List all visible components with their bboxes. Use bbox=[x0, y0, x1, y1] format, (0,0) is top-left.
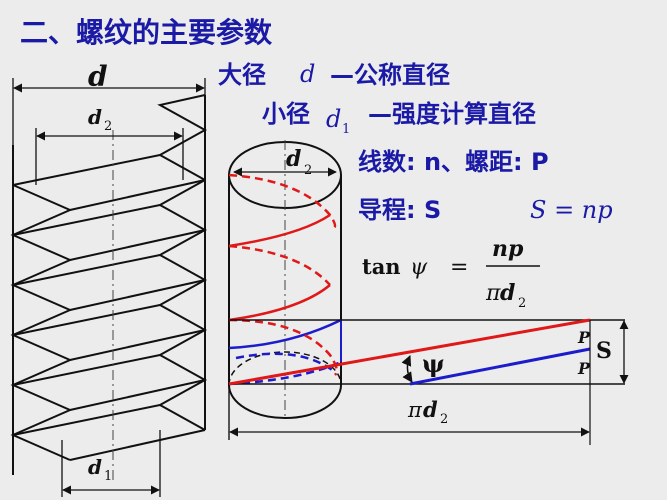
pitch-label-bottom: P bbox=[577, 359, 591, 378]
cylinder-bottom-front bbox=[228, 384, 342, 419]
major-diameter-prefix: 大径 bbox=[218, 61, 266, 89]
bolt-profile bbox=[10, 94, 208, 475]
slide-title: 二、螺纹的主要参数 bbox=[20, 16, 273, 49]
formula-psi: ψ bbox=[410, 255, 428, 280]
bolt-right-zigzag-top bbox=[157, 94, 208, 181]
formula-den-sub: 2 bbox=[518, 296, 526, 311]
pitch-label-top: P bbox=[577, 328, 591, 347]
helix-line-blue bbox=[409, 347, 591, 386]
helix-red bbox=[228, 173, 337, 322]
formula-den-pi: π bbox=[485, 281, 501, 306]
angle-label-psi: ψ bbox=[422, 349, 445, 378]
bolt-label-d2: d bbox=[88, 105, 102, 129]
formula-tan: tan bbox=[362, 254, 401, 279]
lead-formula: S = np bbox=[530, 196, 613, 224]
helix-red-back bbox=[228, 318, 338, 376]
minor-diameter-prefix: 小径 bbox=[262, 100, 310, 128]
bolt-label-d: d bbox=[88, 60, 108, 93]
formula-den-d: d bbox=[500, 280, 515, 306]
formula-numerator: np bbox=[492, 236, 524, 262]
lead-label-s: S bbox=[596, 338, 612, 364]
major-diameter-symbol: d bbox=[300, 60, 315, 88]
major-diameter-desc: —公称直径 bbox=[330, 61, 450, 89]
lead-label: 导程: S bbox=[358, 196, 441, 224]
angle-arc bbox=[401, 355, 413, 383]
unrolled-triangle bbox=[228, 318, 629, 445]
tangent-formula: tan ψ = np π d 2 bbox=[362, 236, 540, 311]
bolt-label-d1: d bbox=[88, 455, 102, 479]
helix-line-red bbox=[228, 318, 591, 386]
base-label-d: d bbox=[423, 397, 438, 422]
minor-diameter-sub: 1 bbox=[342, 122, 350, 137]
minor-diameter-symbol: d bbox=[326, 105, 341, 133]
base-label-sub: 2 bbox=[440, 412, 448, 427]
bolt-label-d1-sub: 1 bbox=[104, 469, 112, 484]
cylinder-label-d2: d bbox=[286, 146, 301, 172]
bolt-right-zigzag bbox=[157, 179, 208, 431]
minor-diameter-desc: —强度计算直径 bbox=[368, 100, 536, 128]
bolt-left-zigzag bbox=[10, 184, 73, 461]
base-label-pi: π bbox=[407, 398, 423, 422]
cylinder-label-d2-sub: 2 bbox=[304, 163, 312, 178]
bolt-dimensions bbox=[12, 78, 206, 497]
threads-and-pitch: 线数: n、螺距: P bbox=[358, 148, 549, 176]
cylinder-bottom-back bbox=[228, 351, 342, 386]
formula-equals: = bbox=[450, 255, 468, 280]
bolt-label-d2-sub: 2 bbox=[104, 119, 112, 134]
thread-crests bbox=[12, 154, 206, 461]
